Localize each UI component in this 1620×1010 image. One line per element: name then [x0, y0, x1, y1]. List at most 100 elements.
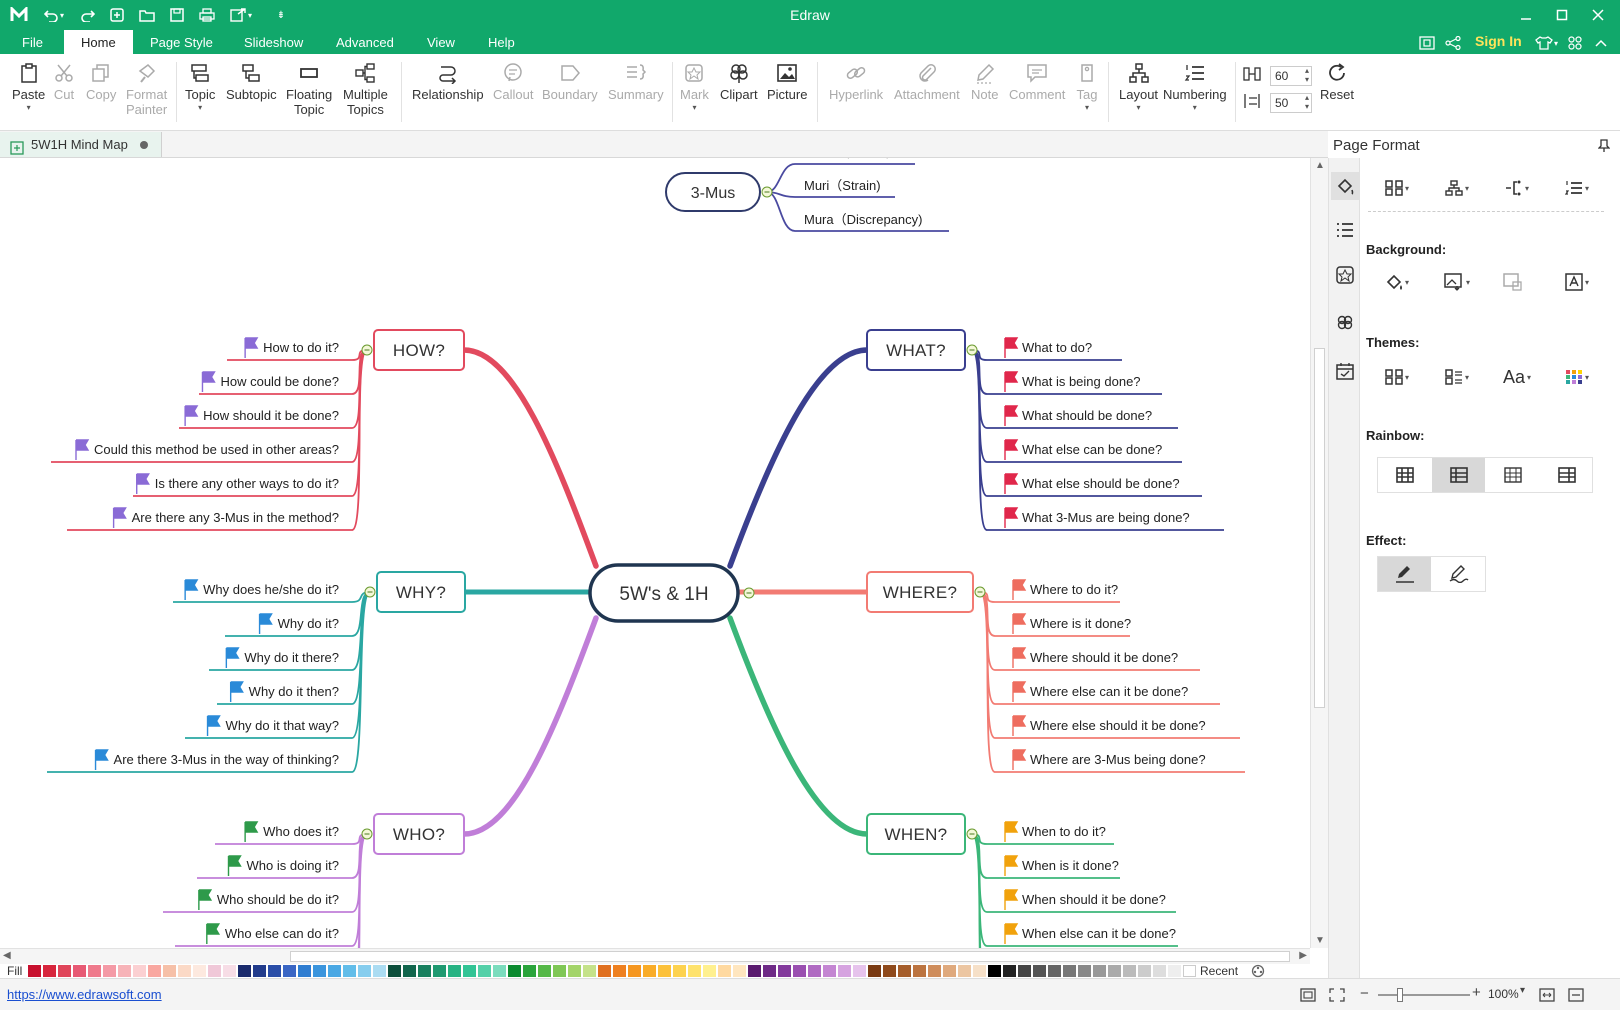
skin-dropdown-icon[interactable]: ▾: [1553, 38, 1558, 48]
boundary-button[interactable]: Boundary: [542, 62, 598, 102]
color-swatch[interactable]: [898, 965, 911, 977]
open-folder-icon[interactable]: [138, 6, 156, 24]
floating-topic-box[interactable]: [665, 172, 761, 212]
color-swatch[interactable]: [1123, 965, 1136, 977]
color-swatch[interactable]: [508, 965, 521, 977]
scroll-left-icon[interactable]: ◀: [3, 950, 11, 961]
color-swatch[interactable]: [163, 965, 176, 977]
multiple-topics-button[interactable]: Multiple Topics: [343, 62, 388, 117]
color-swatch[interactable]: [403, 965, 416, 977]
tag-dropdown-icon[interactable]: ▾: [1084, 103, 1089, 112]
color-swatch[interactable]: [793, 965, 806, 977]
branch-topic-box[interactable]: [373, 813, 465, 855]
vertical-scrollbar[interactable]: ▲ ▼: [1310, 158, 1328, 948]
subtopic-label[interactable]: Where to do it?: [1030, 582, 1118, 597]
branch-topic-label[interactable]: HOW?: [393, 341, 445, 360]
cut-button[interactable]: Cut: [53, 62, 75, 102]
color-swatch[interactable]: [283, 965, 296, 977]
color-picker-icon[interactable]: [1251, 964, 1265, 981]
numbering-button[interactable]: Numbering▾: [1163, 62, 1227, 112]
color-swatch[interactable]: [238, 965, 251, 977]
subtopic-label[interactable]: Why do it there?: [244, 650, 339, 665]
color-swatch[interactable]: [493, 965, 506, 977]
color-swatch[interactable]: [1003, 965, 1016, 977]
color-swatch[interactable]: [1153, 965, 1166, 977]
numbering-dropdown-icon[interactable]: ▾: [1192, 103, 1197, 112]
color-swatch[interactable]: [28, 965, 41, 977]
branch-topic-box[interactable]: [866, 571, 974, 613]
subtopic-label[interactable]: Why does he/she do it?: [203, 582, 339, 597]
vertical-scroll-thumb[interactable]: [1314, 348, 1325, 708]
color-swatch[interactable]: [778, 965, 791, 977]
tab-help[interactable]: Help: [488, 35, 515, 50]
color-swatch[interactable]: [958, 965, 971, 977]
layout-button[interactable]: Layout▾: [1119, 62, 1158, 112]
color-swatch[interactable]: [208, 965, 221, 977]
branch-topic-box[interactable]: [866, 329, 966, 371]
color-swatch[interactable]: [133, 965, 146, 977]
color-swatch[interactable]: [88, 965, 101, 977]
subtopic-label[interactable]: Where else should it be done?: [1030, 718, 1206, 733]
subtopic-label[interactable]: Could this method be used in other areas…: [94, 442, 339, 457]
branch-topic-label[interactable]: WHERE?: [883, 583, 958, 602]
subtopic-label[interactable]: How should it be done?: [203, 408, 339, 423]
color-swatch[interactable]: [913, 965, 926, 977]
branch-topic-label[interactable]: WHEN?: [885, 825, 948, 844]
color-swatch[interactable]: [763, 965, 776, 977]
effect-pen-icon[interactable]: [1395, 565, 1415, 583]
subtopic-label[interactable]: Why do it that way?: [226, 718, 339, 733]
color-swatch[interactable]: [448, 965, 461, 977]
page-format-tab[interactable]: [1331, 172, 1359, 200]
color-swatch[interactable]: [688, 965, 701, 977]
callout-button[interactable]: Callout: [493, 62, 533, 102]
color-swatch[interactable]: [433, 965, 446, 977]
color-swatch[interactable]: [118, 965, 131, 977]
subtopic-label[interactable]: Where should it be done?: [1030, 650, 1178, 665]
scroll-up-icon[interactable]: ▲: [1315, 160, 1325, 171]
scroll-right-icon[interactable]: ▶: [1299, 950, 1307, 961]
color-swatch[interactable]: [298, 965, 311, 977]
color-swatch[interactable]: [853, 965, 866, 977]
horizontal-spacing-stepper[interactable]: 60: [1270, 66, 1312, 86]
rainbow-option-2-icon[interactable]: [1450, 467, 1468, 483]
color-swatch[interactable]: [43, 965, 56, 977]
color-swatch[interactable]: [583, 965, 596, 977]
horizontal-scroll-thumb[interactable]: [290, 951, 1290, 962]
color-swatch[interactable]: [1183, 965, 1196, 977]
fit-page-icon[interactable]: [1300, 988, 1316, 1007]
undo-icon[interactable]: [42, 6, 60, 24]
color-swatch[interactable]: [883, 965, 896, 977]
reset-button[interactable]: Reset: [1320, 62, 1354, 102]
document-tab[interactable]: 5W1H Mind Map: [0, 132, 162, 157]
subtopic-label[interactable]: What 3-Mus are being done?: [1022, 510, 1190, 525]
tag-button[interactable]: Tag▾: [1076, 62, 1098, 112]
subtopic-label[interactable]: When should it be done?: [1022, 892, 1166, 907]
zoom-level[interactable]: 100%: [1488, 987, 1519, 1001]
copy-button[interactable]: Copy: [86, 62, 116, 102]
color-swatch[interactable]: [613, 965, 626, 977]
theme-font-dropdown[interactable]: Aa▾: [1502, 366, 1532, 387]
color-swatch[interactable]: [58, 965, 71, 977]
color-swatch[interactable]: [478, 965, 491, 977]
summary-button[interactable]: Summary: [608, 62, 664, 102]
subtopic-label[interactable]: Where is it done?: [1030, 616, 1131, 631]
color-swatch[interactable]: [823, 965, 836, 977]
website-link[interactable]: https://www.edrawsoft.com: [7, 987, 162, 1002]
subtopic-label[interactable]: Are there 3-Mus in the way of thinking?: [114, 752, 339, 767]
color-swatch[interactable]: [418, 965, 431, 977]
rainbow-option-3-icon[interactable]: [1504, 467, 1522, 483]
collapse-ribbon-icon[interactable]: [1592, 34, 1610, 52]
clipart-button[interactable]: Clipart: [720, 62, 758, 102]
color-swatch[interactable]: [148, 965, 161, 977]
clipart-clover-icon[interactable]: [1336, 314, 1354, 332]
subtopic-label[interactable]: When is it done?: [1022, 858, 1119, 873]
subtopic-label[interactable]: Where else can it be done?: [1030, 684, 1188, 699]
comment-button[interactable]: Comment: [1009, 62, 1065, 102]
subtopic-label[interactable]: Why do it then?: [249, 684, 339, 699]
color-swatch[interactable]: [253, 965, 266, 977]
color-swatch[interactable]: [703, 965, 716, 977]
paste-dropdown-icon[interactable]: ▾: [26, 103, 31, 112]
color-swatch[interactable]: [598, 965, 611, 977]
color-swatch[interactable]: [718, 965, 731, 977]
tab-page-style[interactable]: Page Style: [150, 35, 213, 50]
